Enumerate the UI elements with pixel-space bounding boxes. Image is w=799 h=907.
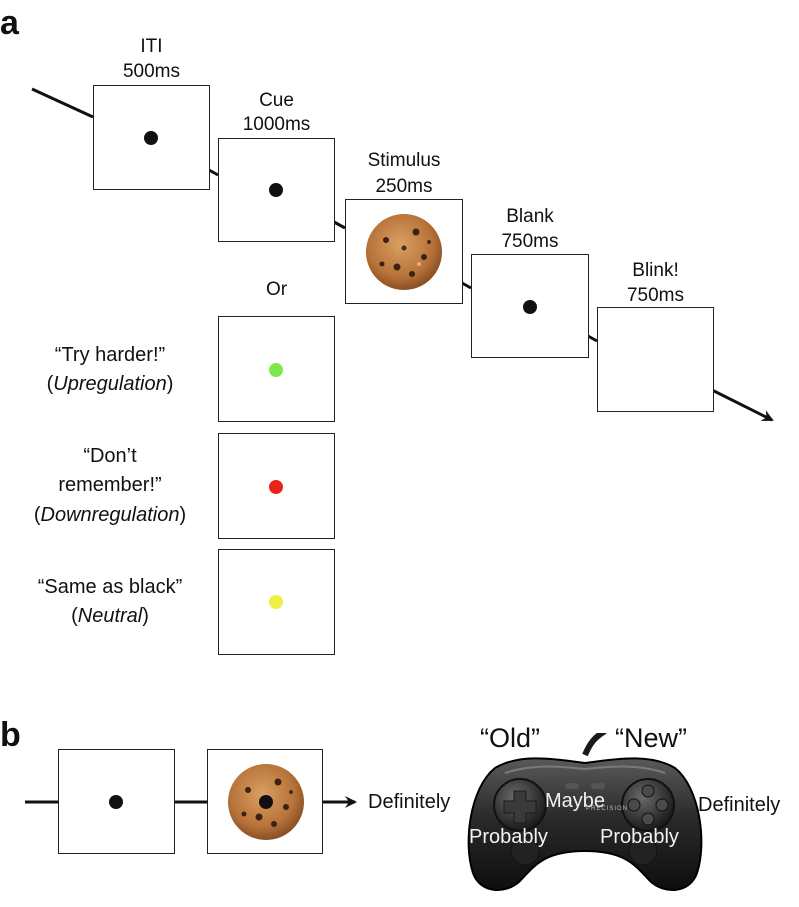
stimulus-label: Stimulus: [367, 150, 441, 171]
probably-left-label: Probably: [469, 826, 548, 848]
or-label: Or: [265, 279, 288, 300]
cue-neutral-condition: (Neutral): [71, 605, 149, 627]
old-label: “Old”: [480, 723, 540, 753]
cue-duration: 1000ms: [242, 114, 311, 135]
cue-upregulation-quote: “Try harder!”: [54, 344, 166, 366]
gamepad-icon: [467, 733, 703, 892]
fixation-dot: [109, 795, 123, 809]
maybe-label: Maybe: [545, 790, 606, 812]
timeline-segment-start: [31, 87, 94, 119]
cue-downregulation-quote-line1: “Don’t: [83, 445, 137, 467]
blink-screen: [597, 307, 714, 412]
fixation-dot: [144, 131, 158, 145]
iti-label: ITI: [140, 36, 163, 57]
cue-screen: [218, 138, 335, 242]
cookie-image: [228, 764, 304, 840]
cue-neutral-screen: [218, 549, 335, 655]
fixation-dot: [269, 183, 283, 197]
timeline-segment-2: [333, 220, 346, 230]
timeline-arrow: [711, 388, 774, 422]
blank-screen: [471, 254, 589, 358]
blank-label: Blank: [506, 206, 554, 227]
iti-duration: 500ms: [122, 61, 181, 82]
green-cue-dot: [269, 363, 283, 377]
cue-downregulation-quote-line2: remember!”: [58, 474, 162, 496]
controller-brand: PRECISION: [586, 806, 629, 812]
cue-downregulation-condition: (Downregulation): [33, 504, 187, 526]
stimulus-duration: 250ms: [375, 176, 433, 197]
test-stimulus-screen: [207, 749, 323, 854]
cue-neutral-quote: “Same as black”: [37, 576, 183, 598]
blank-duration: 750ms: [501, 231, 559, 252]
cookie-image: [366, 214, 442, 290]
red-cue-dot: [269, 480, 283, 494]
yellow-cue-dot: [269, 595, 283, 609]
panel-b-letter: b: [0, 716, 21, 754]
cue-label: Cue: [259, 90, 294, 111]
new-label: “New”: [615, 723, 687, 753]
timeline-segment-4: [587, 334, 598, 343]
blink-label: Blink!: [632, 260, 679, 281]
cue-downregulation-screen: [218, 433, 335, 539]
cue-upregulation-condition: (Upregulation): [46, 373, 174, 395]
stimulus-screen: [345, 199, 463, 304]
timeline-segment-3: [461, 281, 472, 290]
cue-upregulation-screen: [218, 316, 335, 422]
iti-screen: [93, 85, 210, 190]
fixation-dot: [523, 300, 537, 314]
right-definitely-label: Definitely: [698, 794, 781, 816]
test-fixation-screen: [58, 749, 175, 854]
probably-right-label: Probably: [600, 826, 679, 848]
left-definitely-label: Definitely: [368, 791, 451, 813]
panel-a-letter: a: [0, 4, 19, 42]
timeline-segment-1: [208, 168, 219, 177]
blink-duration: 750ms: [626, 285, 685, 306]
